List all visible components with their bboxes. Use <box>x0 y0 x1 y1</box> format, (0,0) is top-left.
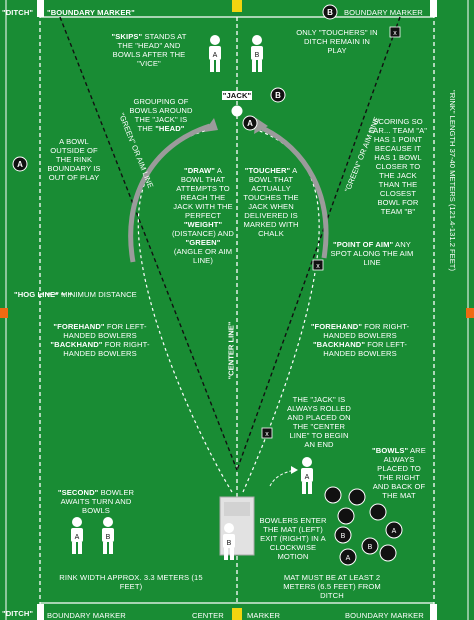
svg-text:A: A <box>17 160 23 169</box>
svg-text:x: x <box>316 263 320 270</box>
boundary-marker-top-left <box>37 0 44 17</box>
touchers-ditch-note: ONLY "TOUCHERS" IN DITCH REMAIN IN PLAY <box>296 28 378 55</box>
draw-path-left <box>137 127 233 493</box>
skip-player-a: A <box>209 35 221 72</box>
svg-text:x: x <box>393 30 397 37</box>
center-marker-bottom <box>232 608 242 620</box>
spare-bowls: B B A A <box>324 486 403 566</box>
rink-length-label: "RINK" LENGTH 37-40 METERS (121.4-131.2 … <box>447 89 457 271</box>
out-of-play-bowl: A <box>12 156 28 172</box>
draw-arrow-right <box>260 125 329 259</box>
draw-arrow-left <box>128 123 211 263</box>
point-of-aim-note: "POINT OF AIM" ANY SPOT ALONG THE AIM LI… <box>330 240 414 267</box>
boundary-marker-bottom-left-label: BOUNDARY MARKER <box>47 611 126 620</box>
second-bowler-a: A <box>71 517 83 554</box>
boundary-marker-bottom-left <box>37 604 44 620</box>
svg-text:B: B <box>275 91 281 100</box>
toucher-note: "TOUCHER" A BOWL THAT ACTUALLY TOUCHES T… <box>243 166 299 238</box>
jack-rolled-note: THE "JACK" IS ALWAYS ROLLED AND PLACED O… <box>286 395 352 449</box>
boundary-marker-bottom-right-label: BOUNDARY MARKER <box>345 611 424 620</box>
marker-bottom-label: MARKER <box>247 611 281 620</box>
head-bowl-a: A <box>242 115 258 131</box>
draw-arrowhead-left <box>204 118 218 132</box>
jack-start-marker: x <box>261 427 273 439</box>
bowler-exit-arrowhead <box>291 466 298 474</box>
svg-text:A: A <box>392 528 397 535</box>
boundary-marker-top-left-label: "BOUNDARY MARKER" <box>47 8 135 17</box>
draw-path-right <box>242 127 320 493</box>
svg-text:A: A <box>213 52 218 59</box>
mat-bowler-b: B <box>223 523 235 560</box>
forehand-right-note: "FOREHAND" FOR RIGHT-HANDED BOWLERS "BAC… <box>310 322 410 358</box>
rink-width-note: RINK WIDTH APPROX. 3.3 METERS (15 FEET) <box>59 573 203 591</box>
boundary-marker-top-right-label: BOUNDARY MARKER <box>344 8 423 17</box>
scoring-note: SCORING SO FAR... TEAM "A" HAS 1 POINT B… <box>368 117 428 216</box>
spare-bowl: B <box>361 537 379 555</box>
out-of-play-note: A BOWL OUTSIDE OF THE RINK BOUNDARY IS O… <box>47 137 101 182</box>
spare-bowl <box>324 486 342 504</box>
svg-text:A: A <box>247 119 253 128</box>
draw-arrowhead-right <box>254 118 268 134</box>
svg-text:B: B <box>327 8 333 17</box>
boundary-marker-top-right <box>430 0 437 17</box>
draw-note: "DRAW" A BOWL THAT ATTEMPTS TO REACH THE… <box>172 166 235 265</box>
svg-text:B: B <box>106 534 111 541</box>
head-note: GROUPING OF BOWLS AROUND THE "JACK" IS T… <box>129 97 193 133</box>
spare-bowl <box>348 488 366 506</box>
skips-note: "SKIPS" STANDS AT THE "HEAD" AND BOWLS A… <box>111 32 187 68</box>
boundary-marker-bottom-right <box>430 604 437 620</box>
spare-bowl <box>337 507 355 525</box>
svg-text:B: B <box>227 540 232 547</box>
svg-text:A: A <box>305 474 310 481</box>
jack-tag: "JACK" <box>222 91 252 100</box>
svg-text:A: A <box>346 555 351 562</box>
forehand-left-note: "FOREHAND" FOR LEFT-HANDED BOWLERS "BACK… <box>50 322 150 358</box>
svg-text:B: B <box>255 52 260 59</box>
spare-bowl: A <box>385 521 403 539</box>
point-of-aim-marker: x <box>312 259 324 271</box>
svg-text:B: B <box>368 544 373 551</box>
spare-bowl: A <box>339 548 357 566</box>
second-bowler-b: B <box>102 517 114 554</box>
center-line-label: "CENTER LINE" <box>226 321 236 380</box>
bowlers-enter-note: BOWLERS ENTER THE MAT (LEFT) EXIT (RIGHT… <box>259 516 327 561</box>
spare-bowl: B <box>334 526 352 544</box>
center-bottom-label: CENTER <box>192 611 224 620</box>
svg-text:x: x <box>265 431 269 438</box>
hog-marker-right <box>466 308 474 318</box>
bowler-exit-arrow <box>269 469 296 487</box>
bowls-placement-note: "BOWLS" ARE ALWAYS PLACED TO THE RIGHT A… <box>372 446 426 500</box>
hog-line-note: "HOG LINE" MINIMUM DISTANCE <box>14 290 137 299</box>
mat-inner <box>224 502 250 516</box>
jack-ball <box>231 105 243 117</box>
head-bowl-b: B <box>270 87 286 103</box>
center-marker-top <box>232 0 242 12</box>
skip-player-b: B <box>251 35 263 72</box>
mat-distance-note: MAT MUST BE AT LEAST 2 METERS (6.5 FEET)… <box>283 573 381 600</box>
second-bowler-note: "SECOND" BOWLER AWAITS TURN AND BOWLS <box>57 488 135 515</box>
ditch-bowl-b: B <box>322 4 338 20</box>
svg-text:A: A <box>75 534 80 541</box>
ditch-top-label: "DITCH" <box>2 8 34 17</box>
next-bowler-a: A <box>301 457 313 494</box>
toucher-x-marker-top: x <box>389 26 401 38</box>
ditch-bottom-label: "DITCH" <box>2 609 34 618</box>
spare-bowl <box>379 544 397 562</box>
spare-bowl <box>369 503 387 521</box>
svg-text:B: B <box>341 533 346 540</box>
hog-marker-left <box>0 308 8 318</box>
